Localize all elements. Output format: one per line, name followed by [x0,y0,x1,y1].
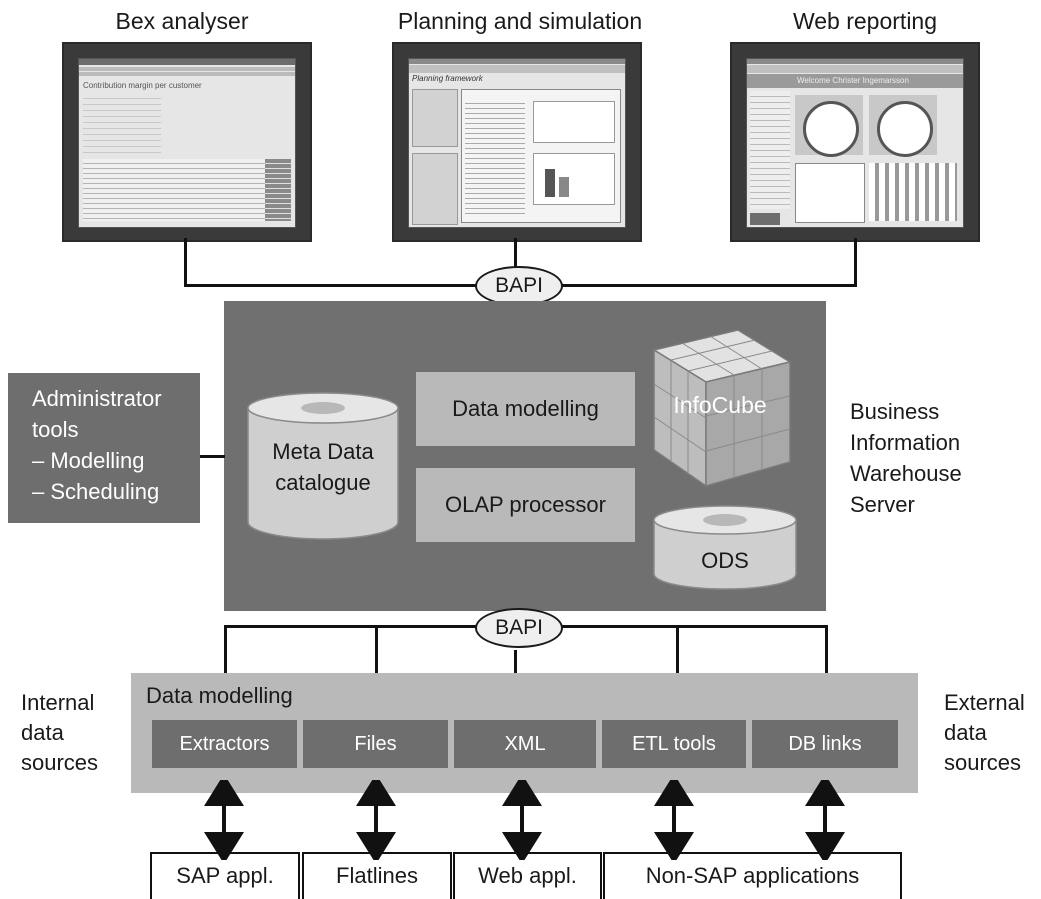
sap-appl-box [150,852,300,899]
connector-line [224,625,227,674]
connector-line [375,625,378,674]
ods-label: ODS [701,548,749,573]
app-sap: SAP appl. [176,863,274,888]
bex-analyser-screenshot: Contribution margin per customer [62,42,312,242]
source-etl-tools: ETL tools [602,720,746,768]
infocube-icon [652,329,792,488]
olap-processor-box: OLAP processor [416,468,635,542]
administrator-tools-box: Administrator tools – Modelling – Schedu… [8,373,200,523]
web-appl-box [453,852,602,899]
infocube-label: InfoCube [673,392,767,418]
connector-line [854,238,857,287]
meta-data-catalogue-cylinder [247,392,399,540]
app-web: Web appl. [478,863,577,888]
bw-server-label: Business Information Warehouse Server [850,399,962,517]
source-db-links: DB links [752,720,898,768]
external-data-sources-label: External data sources [944,690,1025,775]
app-non-sap: Non-SAP applications [645,863,860,888]
connector-line [199,455,225,458]
data-modelling-box: Data modelling [416,372,635,446]
connector-line [514,650,517,674]
non-sap-box [603,852,902,899]
app-flatlines: Flatlines [336,863,418,888]
source-xml: XML [454,720,596,768]
connector-line [514,238,517,268]
bapi-bottom: BAPI [475,608,563,648]
planning-title: Planning and simulation [397,8,643,34]
meta-data-label: Meta Data catalogue [272,439,374,495]
flatlines-box [302,852,452,899]
source-files: Files [303,720,448,768]
bapi-top: BAPI [475,266,563,306]
bex-analyser-title: Bex analyser [115,8,249,34]
connector-line [184,238,187,287]
connector-line [825,625,828,674]
internal-data-sources-label: Internal data sources [21,690,99,775]
connector-line [676,625,679,674]
data-modelling-band-title: Data modelling [146,683,293,708]
web-reporting-screenshot: Welcome Christer Ingemarsson [730,42,980,242]
source-extractors: Extractors [152,720,297,768]
sheet-heading: Contribution margin per customer [83,81,202,90]
web-reporting-title: Web reporting [792,8,938,34]
ods-cylinder [653,505,797,590]
planning-screenshot: Planning framework [392,42,642,242]
planning-app-title: Planning framework [412,74,483,83]
data-flow-arrows [204,780,845,860]
welcome-text: Welcome Christer Ingemarsson [797,76,909,85]
